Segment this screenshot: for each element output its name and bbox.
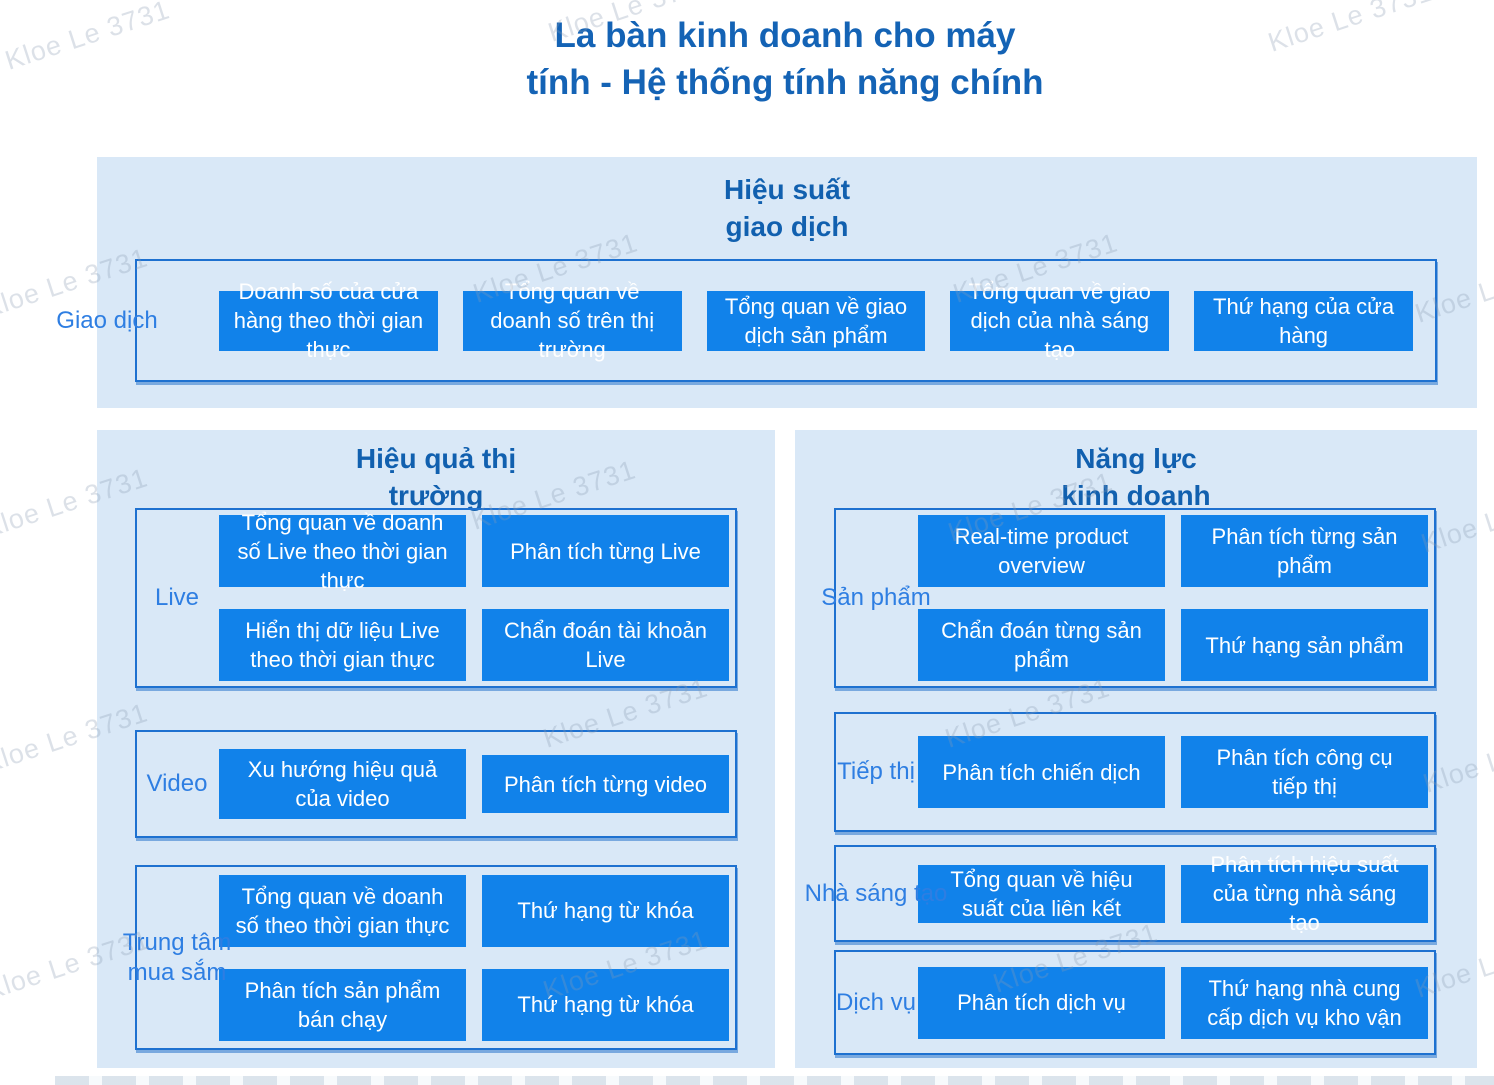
feature-button[interactable]: Tổng quan về doanh số Live theo thời gia… [219,510,466,593]
feature-button[interactable]: Thứ hạng từ khóa [482,874,729,947]
feature-button-label: Real-time product overview [954,524,1129,578]
bottom-edge-strip [55,1076,1494,1085]
section-transaction-performance: Hiệu suất giao dịch Giao dịch Doanh số c… [56,157,1477,408]
feature-button-label: Phân tích từng Live [510,538,701,564]
row-label-live: Live [154,584,200,611]
feature-button-label: Phân tích công cụ tiếp thị [1216,745,1393,799]
feature-button[interactable]: Tổng quan về giao dịch sản phẩm [706,290,926,351]
feature-button[interactable]: Real-time product overview [918,515,1165,587]
section-header: Năng lực kinh doanh [795,440,1477,514]
feature-button[interactable]: Phân tích từng video [482,755,729,813]
feature-button[interactable]: Doanh số của cửa hàng theo thời gian thự… [219,279,438,362]
feature-button[interactable]: Phân tích sản phẩm bán chạy [219,968,466,1041]
feature-button-label: Doanh số của cửa hàng theo thời gian thự… [233,279,424,362]
feature-button-label: Phân tích từng sản phẩm [1211,524,1398,578]
feature-button-label: Tổng quan về giao dịch sản phẩm [724,293,908,348]
section-market-performance: Hiệu quả thị trường Live Tổng quan về do… [97,430,775,1068]
row-label-nha-sang-tao: Nhà sáng tạo [804,879,948,907]
feature-button-label: Thứ hạng nhà cung cấp dịch vụ kho vận [1207,975,1402,1030]
feature-button[interactable]: Thứ hạng từ khóa [482,968,729,1041]
rowbox-giao-dich: Giao dịch Doanh số của cửa hàng theo thờ… [56,259,1437,382]
feature-button-list: Tổng quan về doanh số theo thời gian thự… [137,867,735,1048]
row-label-tiep-thi: Tiếp thị [837,758,915,785]
feature-button-list: Phân tích dịch vụ Thứ hạng nhà cung cấp d… [836,952,1434,1053]
feature-button-label: Thứ hạng của cửa hàng [1213,293,1395,348]
feature-button-label: Thứ hạng sản phẩm [1205,632,1404,658]
feature-button[interactable]: Thứ hạng sản phẩm [1181,609,1428,681]
feature-button-list: Tổng quan về doanh số Live theo thời gia… [137,510,735,686]
feature-button-label: Tổng quan về giao dịch của nhà sáng tạo [968,279,1151,362]
watermark: Kloe Le 3731 [1,0,174,76]
feature-button-label: Hiển thị dữ liệu Live theo thời gian thự… [245,618,440,672]
rowbox-san-pham: Sản phẩm Real-time product overview Phân … [821,508,1436,688]
feature-button-label: Tổng quan về doanh số theo thời gian thự… [235,883,450,938]
section-header: Hiệu suất giao dịch [97,171,1477,245]
section-business-capability: Năng lực kinh doanh Sản phẩm Real-time p… [795,430,1477,1068]
feature-button[interactable]: Tổng quan về doanh số trên thị trường [462,279,682,362]
feature-button[interactable]: Phân tích từng Live [482,515,729,587]
feature-button[interactable]: Phân tích hiệu suất của từng nhà sáng tạ… [1181,852,1428,935]
feature-button-label: Phân tích dịch vụ [957,990,1126,1015]
feature-button[interactable]: Thứ hạng nhà cung cấp dịch vụ kho vận [1181,966,1428,1039]
feature-button-label: Thứ hạng từ khóa [517,898,694,923]
feature-button-label: Phân tích hiệu suất của từng nhà sáng tạ… [1210,852,1399,935]
feature-button-list: Doanh số của cửa hàng theo thời gian thự… [137,261,1435,380]
rowbox-trung-tam-mua-sam: Trung tâm mua sắm Tổng quan về doanh số … [123,865,737,1050]
row-label-trung-tam-mua-sam: Trung tâm mua sắm [122,928,232,986]
feature-button[interactable]: Tổng quan về giao dịch của nhà sáng tạo [950,279,1170,362]
feature-button-label: Chẩn đoán từng sản phẩm [941,618,1142,672]
feature-button[interactable]: Phân tích công cụ tiếp thị [1181,736,1428,808]
feature-button[interactable]: Phân tích từng sản phẩm [1181,515,1428,587]
feature-button-label: Tổng quan về doanh số Live theo thời gia… [237,509,448,593]
feature-button[interactable]: Tổng quan về hiệu suất của liên kết [918,864,1165,923]
rowbox-live: Live Tổng quan về doanh số Live theo thờ… [135,508,737,688]
row-label-dich-vu: Dịch vụ [835,988,917,1016]
watermark: Kloe Le 3731 [1264,0,1437,58]
feature-button-label: Tổng quan về hiệu suất của liên kết [950,866,1133,921]
feature-button-label: Phân tích chiến dịch [942,759,1141,785]
feature-button-list: Xu hướng hiệu quả của video Phân tích từn… [137,732,735,836]
rowbox-video: Video Xu hướng hiệu quả của video Phân tí… [135,730,737,838]
page-title: La bàn kinh doanh cho máy tính - Hệ thốn… [526,16,1044,102]
feature-button-list: Phân tích chiến dịch Phân tích công cụ ti… [836,714,1434,830]
feature-button[interactable]: Thứ hạng của cửa hàng [1194,290,1413,351]
feature-button-label: Phân tích sản phẩm bán chạy [244,977,441,1032]
feature-button-list: Real-time product overview Phân tích từng… [836,510,1434,686]
row-label-video: Video [146,770,208,797]
rowbox-dich-vu: Dịch vụ Phân tích dịch vụ Thứ hạng nhà cu… [834,950,1436,1055]
feature-button[interactable]: Chẩn đoán tài khoản Live [482,609,729,681]
section-header-line: Năng lực [1075,443,1197,474]
feature-button-label: Chẩn đoán tài khoản Live [503,618,708,672]
feature-button-label: Phân tích từng video [503,771,708,797]
feature-button-label: Tổng quan về doanh số trên thị trường [490,279,655,362]
section-header-line: Hiệu quả thị [355,443,517,474]
feature-button[interactable]: Hiển thị dữ liệu Live theo thời gian thự… [219,609,466,681]
feature-button-label: Xu hướng hiệu quả của video [247,757,438,811]
rowbox-nha-sang-tao: Nhà sáng tạo Tổng quan về hiệu suất của … [805,845,1436,942]
row-label-giao-dich: Giao dịch [56,306,158,334]
feature-button[interactable]: Phân tích dịch vụ [918,966,1165,1039]
feature-button[interactable]: Tổng quan về doanh số theo thời gian thự… [219,874,466,947]
section-header-line: kinh doanh [1061,480,1211,511]
feature-button[interactable]: Chẩn đoán từng sản phẩm [918,609,1165,681]
row-label-san-pham: Sản phẩm [821,584,931,611]
feature-button-label: Thứ hạng từ khóa [517,992,694,1017]
feature-button-list: Tổng quan về hiệu suất của liên kết Phân … [836,847,1434,940]
section-header-line: trường [388,480,484,511]
section-header-line: Hiệu suất [723,174,851,205]
feature-button[interactable]: Phân tích chiến dịch [918,736,1165,808]
section-header-line: giao dịch [725,211,849,242]
feature-button[interactable]: Xu hướng hiệu quả của video [219,749,466,819]
section-header: Hiệu quả thị trường [97,440,775,514]
